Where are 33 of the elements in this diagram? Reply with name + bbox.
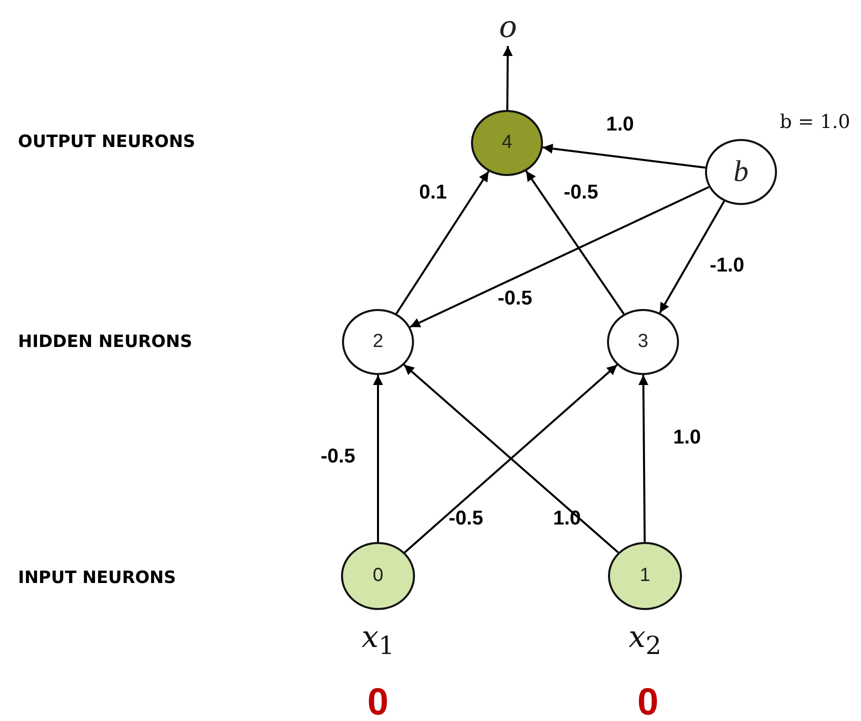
- neuron-number: 2: [372, 331, 384, 353]
- input-value-label: 0: [367, 682, 389, 721]
- neuron-number: 0: [372, 565, 384, 587]
- weight-label: -0.5: [564, 182, 598, 204]
- layer-label: INPUT NEURONS: [18, 568, 176, 588]
- input-variable-label: x$_{2}$: [628, 620, 662, 660]
- neuron-number: 3: [638, 331, 648, 353]
- weight-label: -0.5: [448, 508, 484, 530]
- layer-label: HIDDEN NEURONS: [18, 332, 192, 352]
- neuron-circle: [607, 309, 679, 375]
- bias-value-label: b = 1.0: [780, 111, 850, 133]
- weight-label: 1.0: [606, 114, 634, 136]
- output-label: o: [494, 8, 522, 46]
- arrow: [410, 186, 710, 328]
- arrow: [396, 170, 490, 314]
- input-value-label: 0: [637, 682, 659, 721]
- arrow: [542, 144, 706, 169]
- arrow: [525, 170, 625, 315]
- neuron-number: 1: [640, 565, 650, 587]
- weight-label: -1.0: [710, 254, 744, 278]
- neuron-circle: [342, 309, 414, 375]
- weight-label: -0.5: [498, 288, 532, 310]
- layer-label: OUTPUT NEURONS: [18, 132, 196, 152]
- neuron-number: b: [734, 155, 748, 189]
- weight-label: -0.5: [320, 446, 356, 468]
- arrow: [658, 200, 726, 314]
- weight-label: 0.1: [419, 182, 447, 204]
- neuron-number: 4: [502, 132, 512, 154]
- arrow: [638, 375, 648, 542]
- input-variable-label: x$_{1}$: [362, 620, 394, 660]
- arrow: [373, 375, 383, 542]
- arrow: [502, 46, 513, 110]
- weight-label: 1.0: [673, 426, 701, 450]
